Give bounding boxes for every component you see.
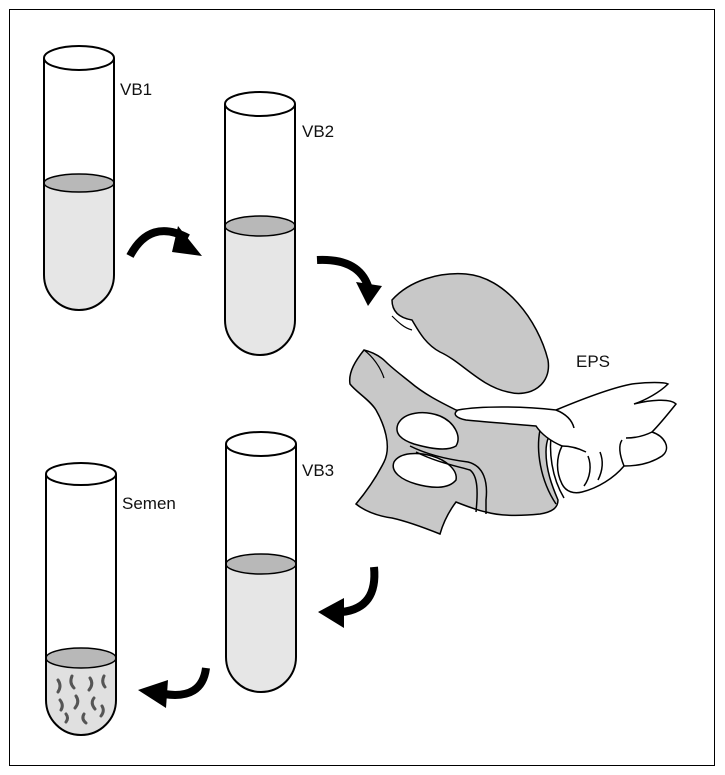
tube-vb1	[44, 46, 114, 310]
tube-rim-vb2	[225, 92, 295, 116]
tube-vb3	[226, 432, 296, 692]
tube-rim-semen	[46, 463, 116, 485]
tube-rim-vb3	[226, 432, 296, 456]
meniscus-semen	[46, 648, 116, 668]
label-vb3: VB3	[302, 461, 334, 481]
tube-vb2	[225, 92, 295, 355]
meniscus-vb3	[226, 554, 296, 574]
meniscus-vb1	[44, 174, 114, 192]
curved-arrow-icon	[130, 226, 202, 256]
tube-semen	[46, 463, 116, 735]
curved-arrow-icon	[317, 260, 382, 306]
meniscus-vb2	[225, 216, 295, 236]
label-vb1: VB1	[120, 80, 152, 100]
label-eps: EPS	[576, 352, 610, 372]
tube-rim-vb1	[44, 46, 114, 70]
label-semen: Semen	[122, 494, 176, 514]
pelvic-anatomy-illustration	[350, 274, 564, 534]
label-vb2: VB2	[302, 122, 334, 142]
curved-arrow-icon	[138, 668, 206, 708]
curved-arrow-icon	[318, 567, 374, 628]
